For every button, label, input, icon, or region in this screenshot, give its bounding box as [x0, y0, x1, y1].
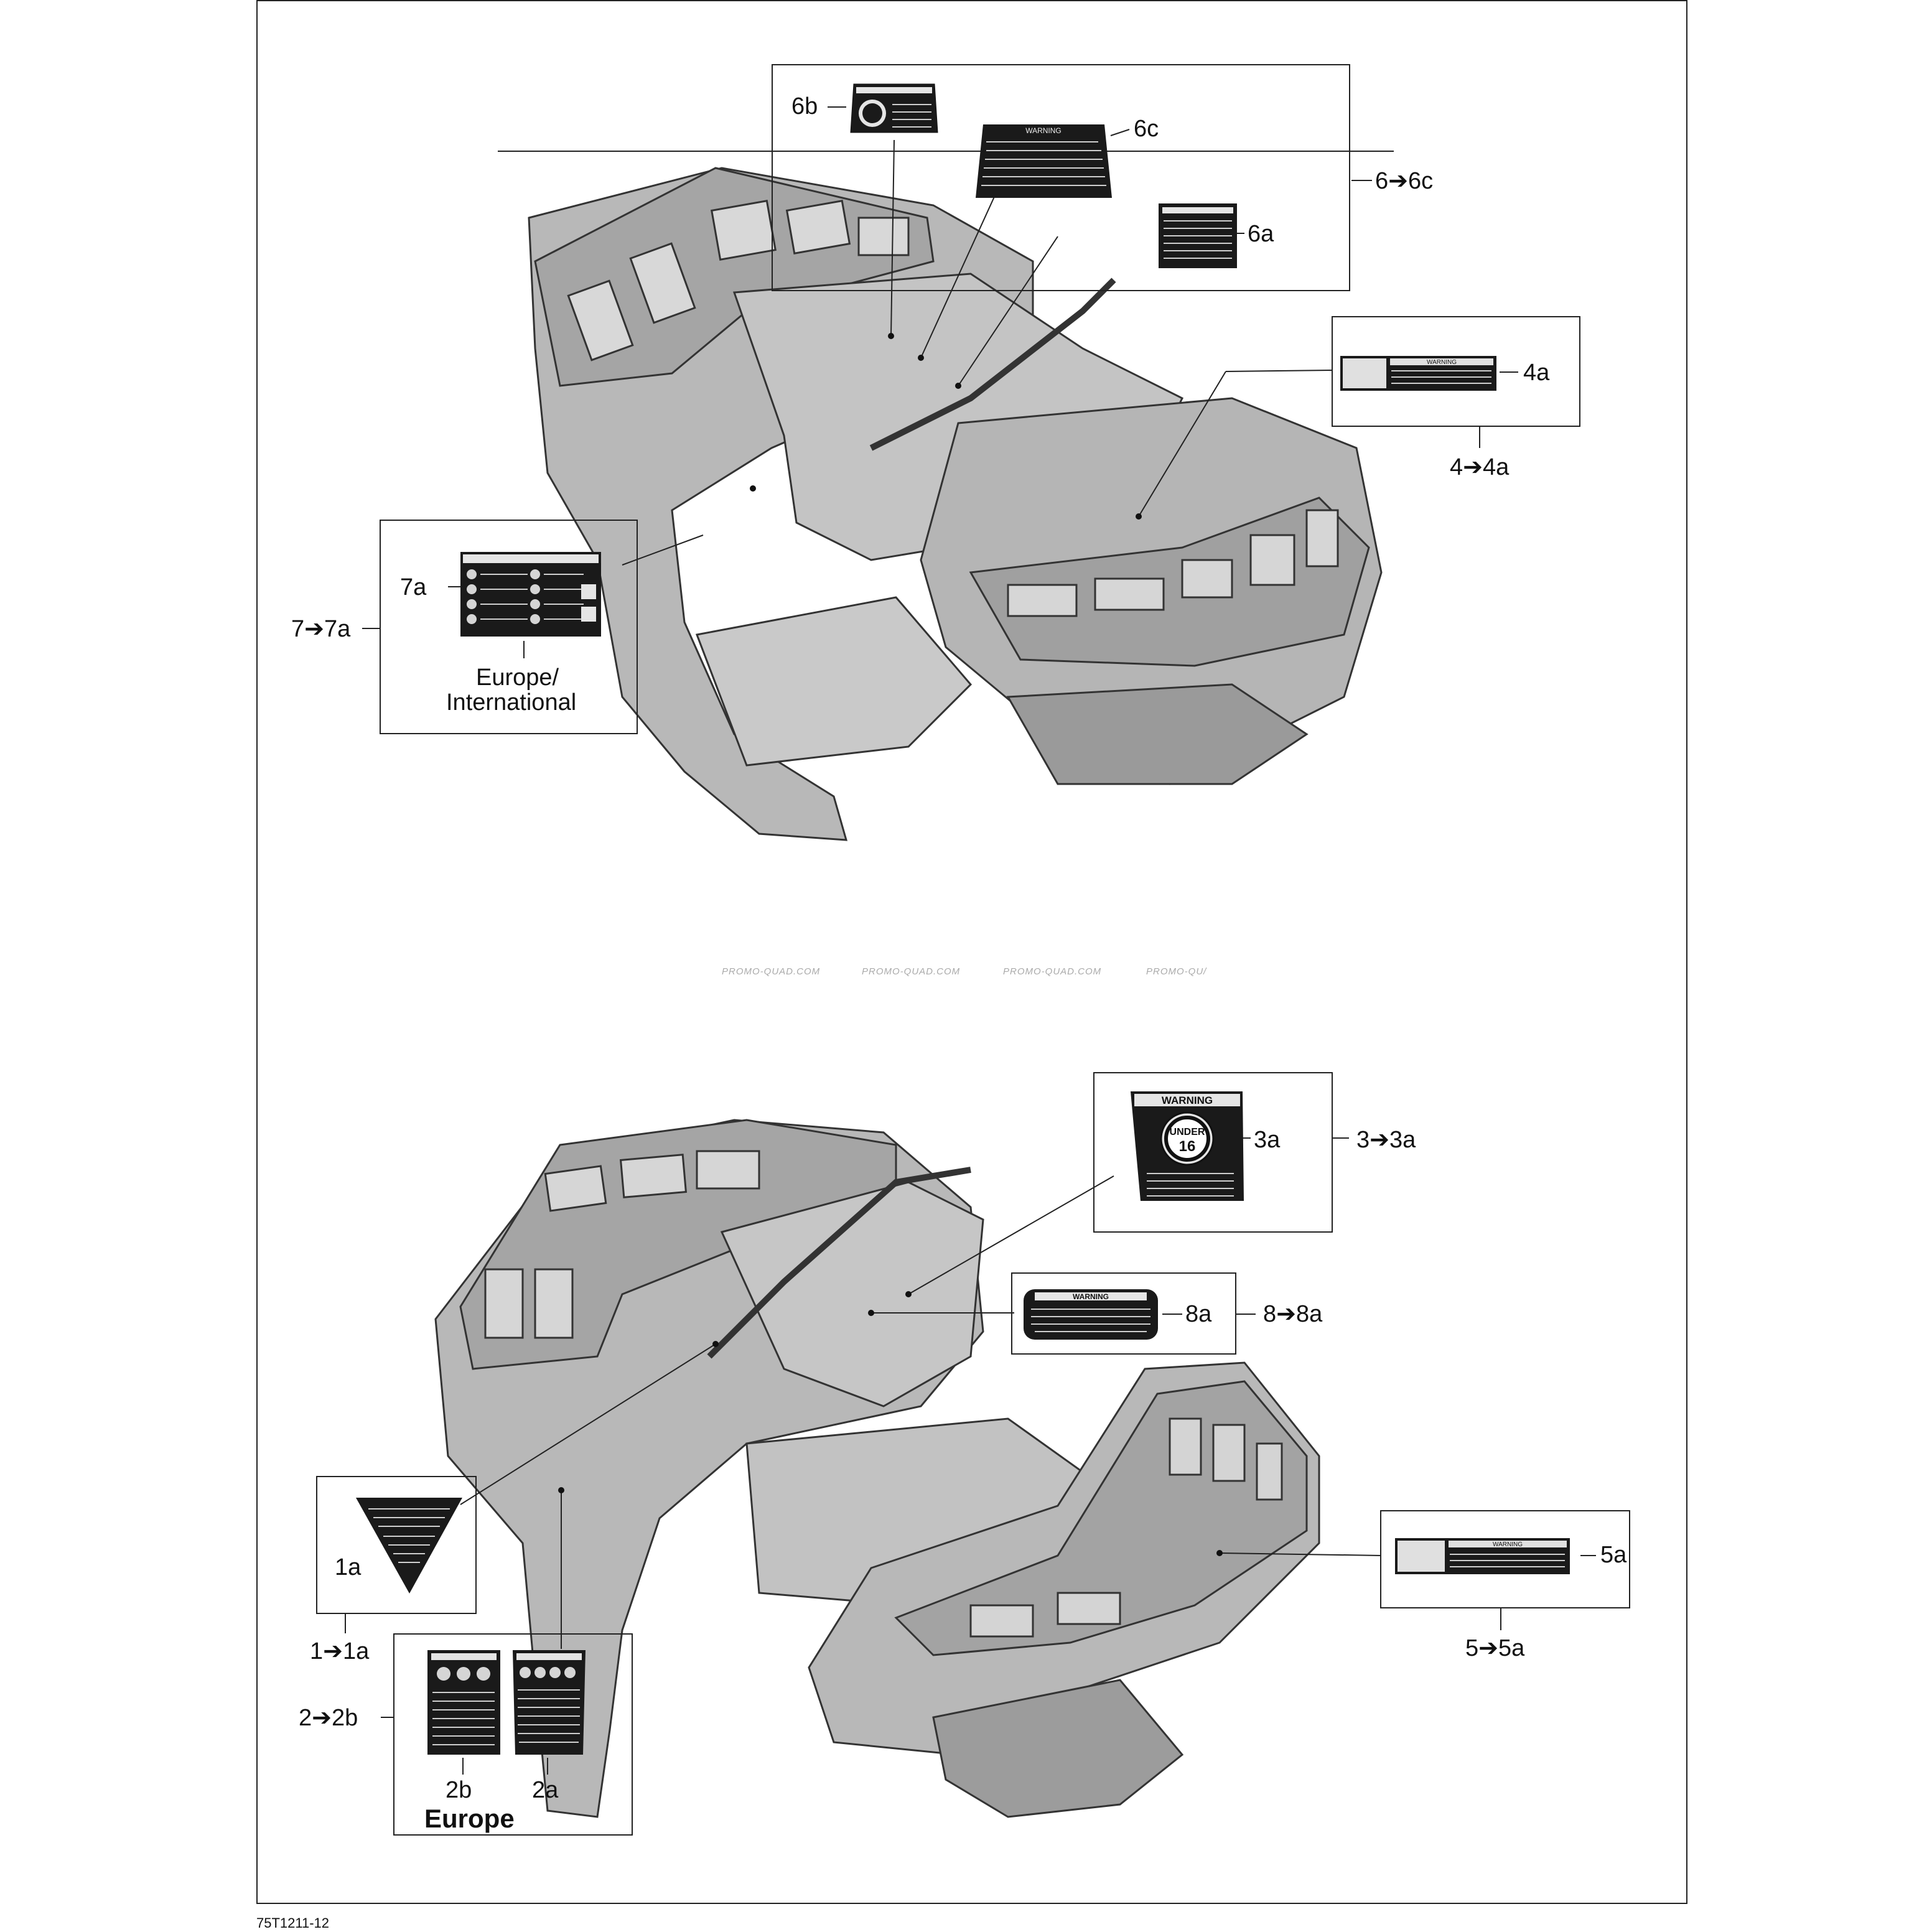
decal-1a	[356, 1498, 462, 1594]
decal-3a-under: UNDER	[1170, 1127, 1205, 1137]
document-code: 75T1211-12	[256, 1915, 330, 1931]
watermark-4: PROMO-QU/	[1146, 966, 1207, 977]
decal-box-5	[1380, 1510, 1630, 1608]
callout-5-range: 5➔5a	[1465, 1635, 1525, 1661]
decal-5a: WARNING	[1395, 1538, 1570, 1574]
watermark-3: PROMO-QUAD.COM	[1003, 966, 1102, 977]
decal-box-4	[1332, 316, 1580, 427]
callout-3-range: 3➔3a	[1356, 1127, 1416, 1153]
decal-box-1	[316, 1476, 477, 1614]
decal-box-3	[1093, 1072, 1333, 1233]
decal-3a-age: 16	[1179, 1138, 1196, 1155]
decal-8a-header: WARNING	[1073, 1292, 1109, 1301]
decal-2b	[427, 1650, 500, 1755]
decal-3a-header: WARNING	[1162, 1094, 1213, 1106]
decal-6c: WARNING	[976, 124, 1112, 198]
decal-6c-header: WARNING	[1025, 126, 1062, 135]
decal-box-7	[380, 520, 638, 734]
decal-6a	[1159, 203, 1237, 268]
callout-7-range: 7➔7a	[291, 616, 351, 642]
decal-8a: WARNING	[1024, 1289, 1158, 1340]
callout-2b: 2b	[446, 1777, 472, 1803]
decal-box-6	[772, 64, 1350, 291]
decal-5a-header: WARNING	[1493, 1541, 1523, 1548]
callout-1a: 1a	[335, 1554, 362, 1580]
callout-6c: 6c	[1134, 116, 1159, 142]
callout-1-range: 1➔1a	[310, 1638, 370, 1664]
decal-box-8	[1011, 1272, 1236, 1355]
callout-6-range: 6➔6c	[1375, 168, 1434, 194]
callout-3a: 3a	[1254, 1127, 1281, 1153]
decal-box-2	[393, 1633, 633, 1836]
callout-2-range: 2➔2b	[299, 1705, 358, 1731]
decal-4a-header: WARNING	[1427, 359, 1457, 366]
watermark-2: PROMO-QUAD.COM	[862, 966, 961, 977]
decal-2a	[513, 1650, 586, 1755]
callout-7a: 7a	[400, 574, 427, 600]
watermark-1: PROMO-QUAD.COM	[722, 966, 821, 977]
diagram-frame	[256, 0, 1687, 1904]
region-europe-international-line2: International	[446, 689, 577, 716]
callout-4-range: 4➔4a	[1450, 454, 1510, 480]
callout-4a: 4a	[1523, 360, 1550, 386]
callout-8a: 8a	[1185, 1301, 1212, 1327]
callout-5a: 5a	[1600, 1542, 1627, 1568]
callout-8-range: 8➔8a	[1263, 1301, 1323, 1327]
decal-6b	[850, 83, 938, 133]
region-europe-international-line1: Europe/	[476, 665, 559, 691]
callout-6b: 6b	[791, 93, 818, 119]
region-europe: Europe	[424, 1804, 515, 1833]
callout-2a: 2a	[532, 1777, 559, 1803]
decal-7a	[460, 552, 601, 637]
decal-4a: WARNING	[1340, 356, 1496, 391]
decal-3a: WARNING UNDER 16	[1131, 1091, 1244, 1201]
callout-6a: 6a	[1248, 221, 1274, 247]
